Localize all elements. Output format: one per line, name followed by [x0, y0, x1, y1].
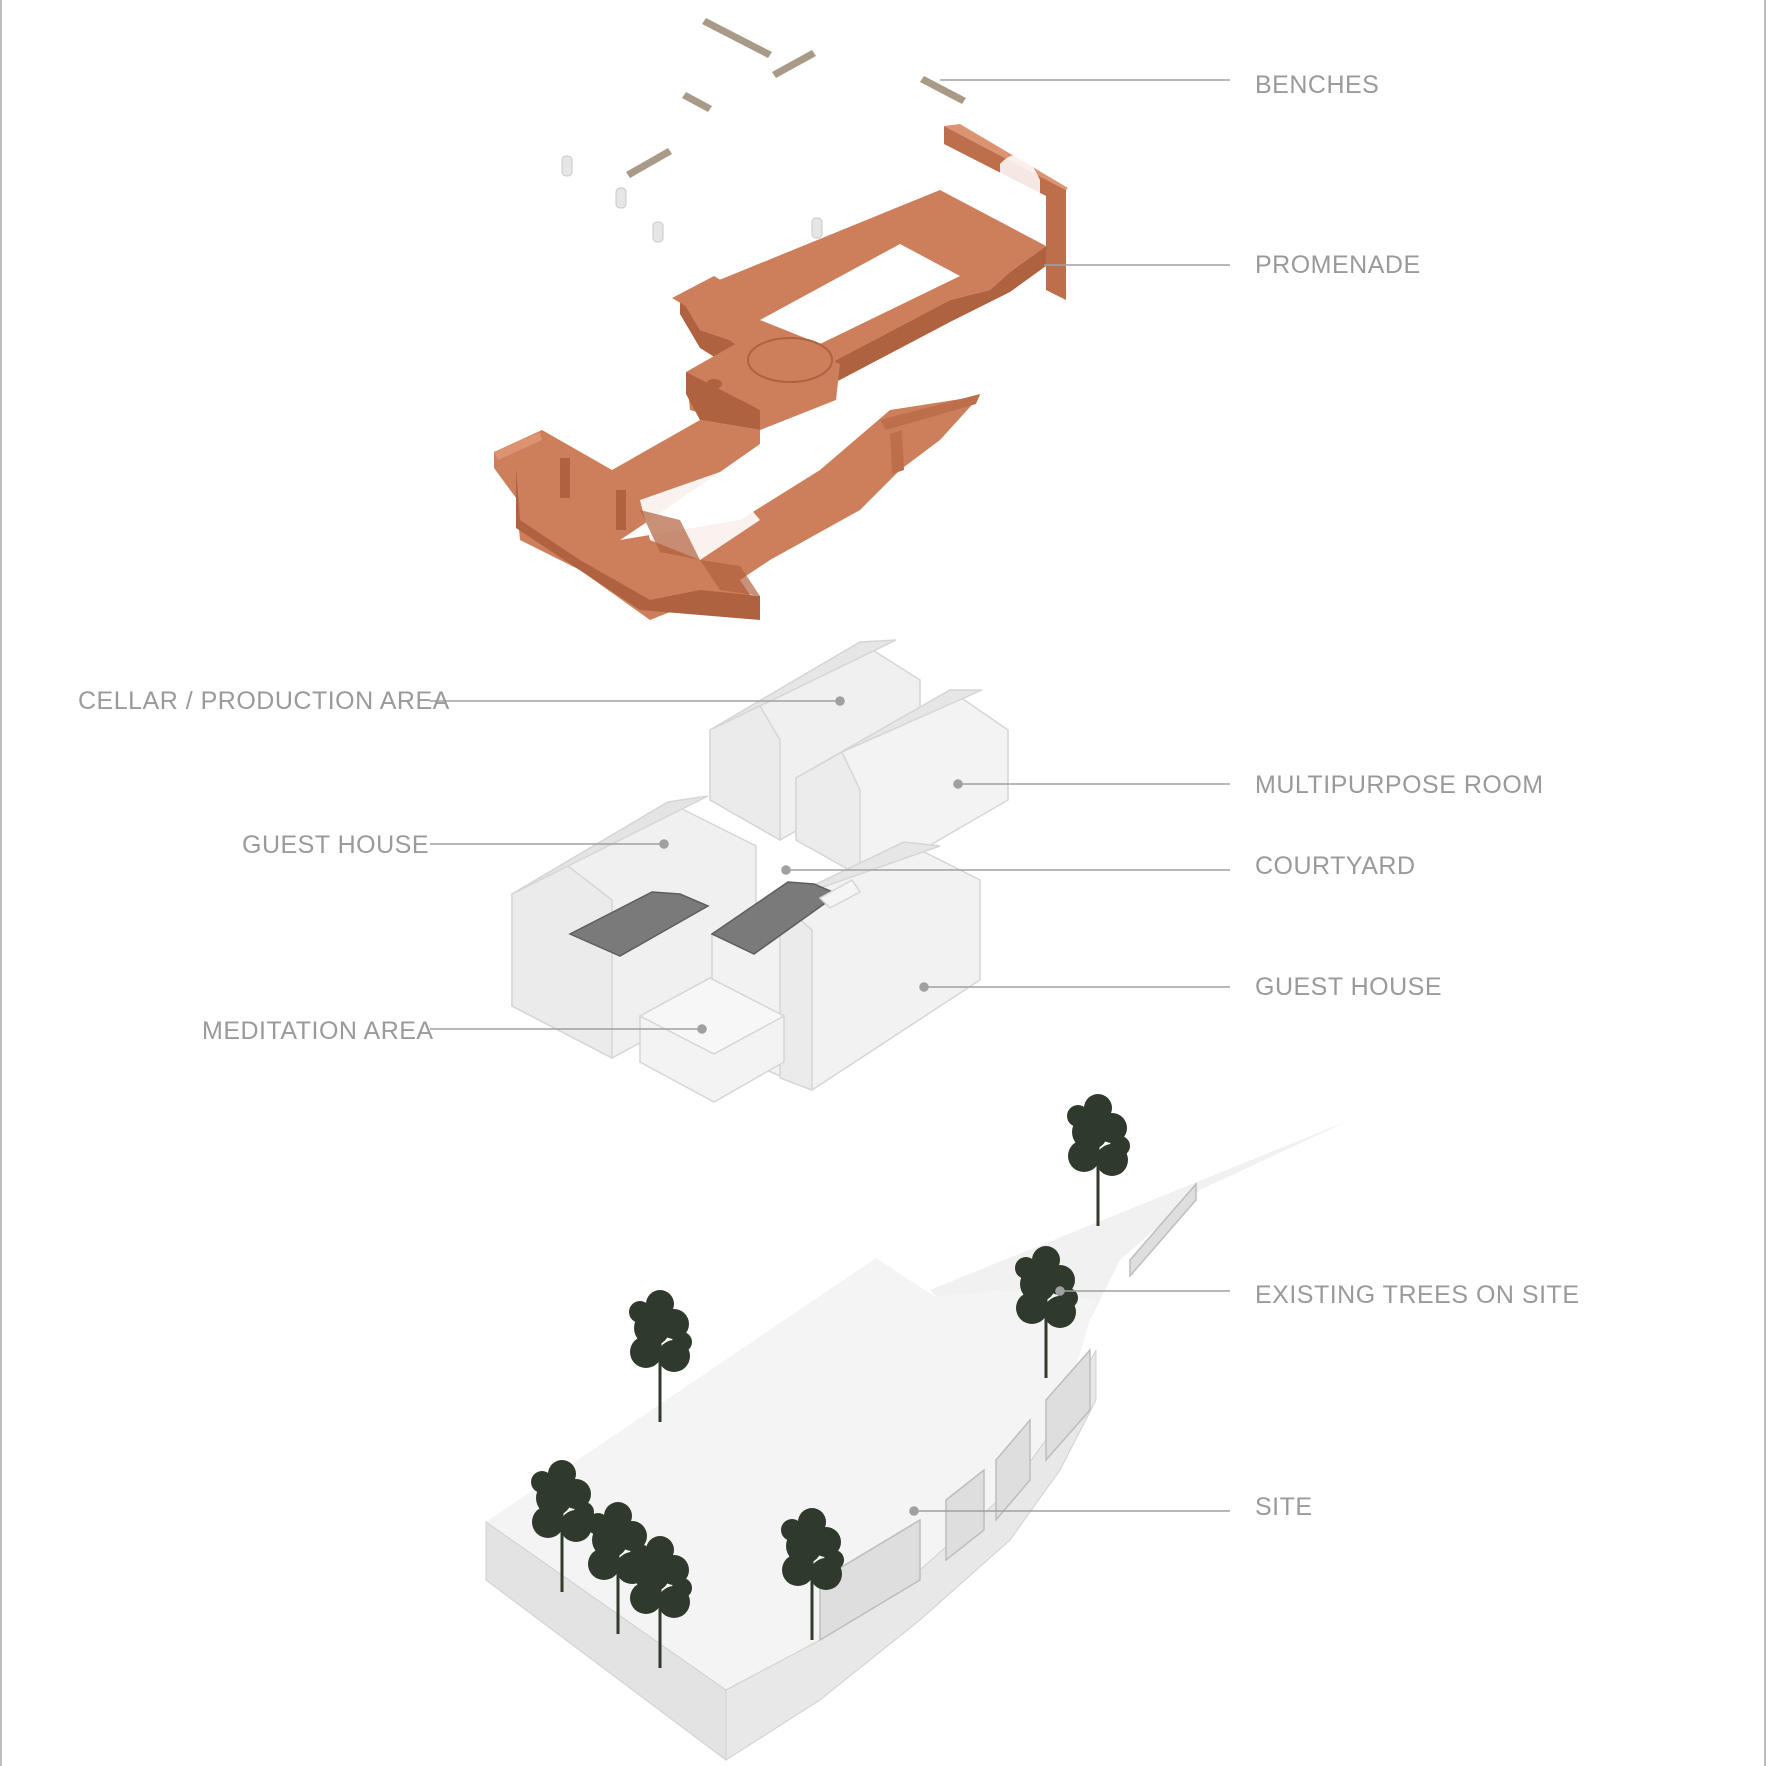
promenade-upper-ring [680, 190, 1046, 380]
promenade-structure [494, 124, 1068, 620]
label-promenade: PROMENADE [1255, 251, 1421, 279]
bollard [561, 155, 573, 177]
label-site: SITE [1255, 1493, 1313, 1521]
bollard [652, 221, 664, 243]
bench [682, 92, 712, 112]
bench [702, 18, 772, 58]
label-multipurpose-room: MULTIPURPOSE ROOM [1255, 771, 1544, 799]
bollard [811, 217, 823, 239]
bench [626, 148, 672, 178]
right-frame-line [1764, 0, 1766, 1766]
guest-house-opening [568, 891, 710, 957]
label-benches: BENCHES [1255, 71, 1380, 99]
label-cellar-production-area: CELLAR / PRODUCTION AREA [78, 687, 450, 715]
bench [772, 50, 816, 78]
bench [920, 76, 966, 104]
promenade-lower-wing [494, 396, 980, 620]
bollard [615, 187, 627, 209]
tree [1065, 1092, 1132, 1228]
label-existing-trees-on-site: EXISTING TREES ON SITE [1255, 1281, 1580, 1309]
label-meditation-area: MEDITATION AREA [202, 1017, 434, 1045]
left-frame-line [0, 0, 2, 1766]
label-courtyard: COURTYARD [1255, 852, 1416, 880]
leader-lines [430, 79, 1230, 1516]
site-group [485, 1092, 1350, 1761]
buildings-group [511, 639, 1009, 1103]
label-guest-house-left: GUEST HOUSE [242, 831, 430, 859]
benches-group [561, 18, 966, 243]
label-guest-house-right: GUEST HOUSE [1255, 973, 1443, 1001]
